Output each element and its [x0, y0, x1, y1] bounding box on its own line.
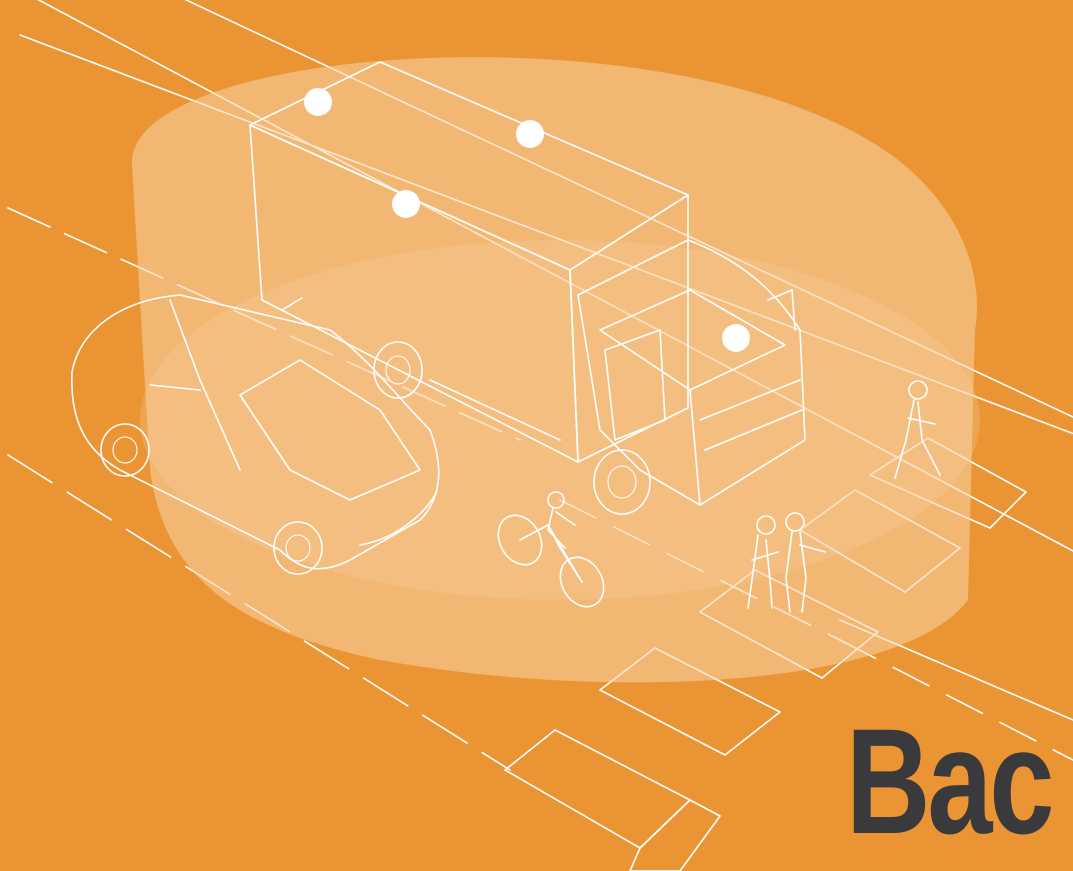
- sensor-icon: [516, 120, 544, 148]
- sensor-icon: [392, 190, 420, 218]
- detection-zone: [132, 57, 980, 682]
- headline-text: Bac: [846, 706, 1051, 856]
- sensor-icon: [304, 88, 332, 116]
- sensor-icon: [722, 324, 750, 352]
